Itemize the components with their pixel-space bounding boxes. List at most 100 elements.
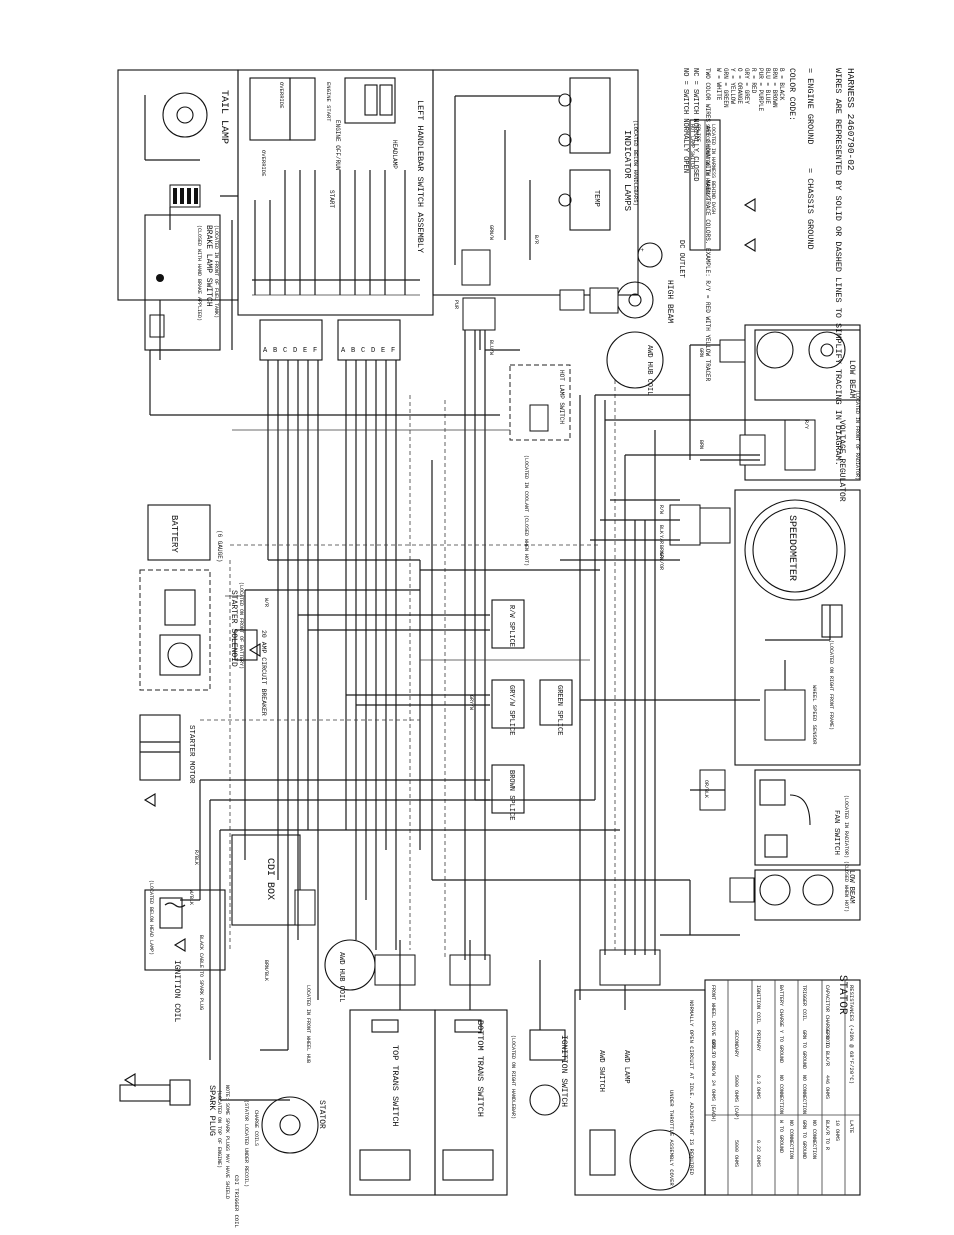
wire-label-brnw: BRN/W — [658, 545, 664, 560]
connector-block-left: A B C D E F — [259, 319, 323, 361]
conn-b: B — [273, 347, 277, 355]
stator-location: (STATOR LOCATED UNDER RECOIL) — [243, 1100, 249, 1187]
conn-e: E — [303, 347, 307, 355]
engine-start-label: ENGINE START — [325, 82, 332, 122]
color-code-1: BRN = BROWN — [771, 68, 778, 108]
wire-label-blk: BLK — [658, 525, 664, 534]
awd-hub-coil-bottom: AWD HUB COIL LOCATED IN FRONT WHEEL HUB — [305, 939, 376, 1063]
stator: STATOR CHARGE COILS (STATOR LOCATED UNDE… — [233, 1096, 326, 1228]
engine-ground-note: = ENGINE GROUND — [805, 68, 815, 145]
lamp-icon — [558, 93, 572, 107]
switch-table-0: LOCATED IN HARNESS BEHIND DASH — [710, 124, 716, 214]
wire-label-gryw: GRY/W — [468, 695, 474, 710]
r1c1: GRN TO GROUND — [801, 1030, 807, 1069]
solenoid-location: (LOCATED ON FRONT OF BATTERY) — [238, 582, 244, 669]
voltage-regulator-location: (LOCATED IN FRONT OF RADIATOR) — [854, 390, 860, 480]
r0c1: GRN TO BLK/R — [824, 1030, 830, 1066]
color-code-4: R = RED — [750, 68, 757, 94]
speedometer-panel — [734, 489, 861, 766]
motor-icon — [139, 714, 181, 781]
color-code-2: BLU = BLUE — [764, 68, 771, 104]
r3c1: PRIMARY — [755, 1030, 761, 1051]
brake-lamp-location: (LOCATED IN FRONT OF FUEL TANK) — [213, 225, 219, 318]
brake-lamp-switch-box — [144, 214, 221, 351]
hot-lamp-note: (LOCATED IN COOLANT (CLOSED WHEN HOT) — [523, 455, 529, 566]
hot-lamp-switch: HOT LAMP SWITCH (LOCATED IN COOLANT (CLO… — [509, 364, 571, 566]
ground-icon — [123, 1073, 136, 1087]
low-beam-panel — [754, 869, 861, 921]
battery-gauge: (6 GAUGE) — [216, 530, 223, 562]
cdi: CDI BOX — [264, 858, 316, 926]
starter-motor-label: STARTER MOTOR — [187, 725, 195, 784]
r2c3: W TO GROUND — [778, 1120, 784, 1153]
notes-block: HARNESS 2460790-02 WIRES ARE REPRESENTED… — [681, 68, 856, 466]
awd-switch-label: AWD SWITCH — [597, 1050, 605, 1092]
r3c4: 0.22 OHMS — [755, 1140, 761, 1167]
ignition-location: (LOCATED BELOW HEAD LAMP) — [148, 880, 154, 955]
voltage-regulator: VOLTAGE REGULATOR (LOCATED IN FRONT OF R… — [739, 390, 860, 502]
no-note: NO = SWITCH NORMALLY OPEN — [681, 68, 689, 173]
throttle-cover: UNDER THROTTLE ASSEMBLY COVER — [668, 1090, 675, 1186]
tail-lamp-icon — [162, 92, 208, 138]
wire-label-bluw: BLU/W — [488, 340, 494, 355]
fan-location: (LOCATED IN RADIATOR) (CLOSED WHEN HOT) — [843, 795, 849, 912]
brake-lamp-note: (CLOSED WITH HAND BRAKE APPLIED) — [196, 225, 202, 321]
conn-d2: D — [371, 347, 375, 355]
brake-lamp-label: BRAKE LAMP SWITCH — [204, 225, 213, 307]
r0c3: BLK/R TO R — [824, 1120, 830, 1150]
conn-c: C — [283, 347, 287, 355]
conn-d: D — [293, 347, 297, 355]
wire-label-pur: PUR — [453, 300, 459, 309]
r1c4: NO CONNECTION — [811, 1120, 817, 1159]
high-beam-panel-bottom — [754, 329, 861, 401]
fan-switch-label: FAN SWITCH — [832, 810, 840, 855]
r4c4: 5000 OHMS — [733, 1140, 739, 1167]
wire-label-grnw: GRN/W — [488, 225, 494, 240]
chassis-ground-icon — [743, 198, 756, 212]
chassis-ground-note: = CHASSIS GROUND — [805, 168, 815, 250]
ground-icon — [173, 938, 186, 952]
color-code-5: GRY = GREY — [743, 68, 750, 104]
resistances-late: LATE — [848, 1120, 855, 1134]
ground-icon — [143, 793, 156, 807]
solenoid-icon — [164, 589, 196, 626]
awd-hub-coil2-label: AWD HUB COIL — [337, 952, 345, 1002]
speedo-location: (LOCATED ON RIGHT FRONT FRAME) — [828, 640, 834, 730]
r0c2: 446 OHMS — [824, 1075, 830, 1099]
ground-icon — [248, 643, 261, 657]
tail-lamp: TAIL LAMP — [162, 90, 229, 208]
voltage-regulator-panel — [744, 324, 861, 481]
cdi-trigger-label: CDI TRIGGER COIL — [233, 1175, 240, 1228]
battery-label: BATTERY — [169, 515, 179, 553]
wheel-speed-sensor-label: WHEEL SPEED SENSOR — [811, 685, 818, 745]
awd-lamp-switch: AWD LAMP AWD SWITCH NORMALLY OPEN CIRCUI… — [589, 1000, 695, 1191]
color-code-8: GRN = GREEN — [722, 68, 729, 108]
black-cable-label: BLACK CABLE TO SPARK PLUG — [198, 935, 204, 1010]
wire-label-yr: Y/R — [658, 535, 664, 544]
ignition-switch-label: IGNITION SWITCH — [559, 1035, 568, 1107]
conn-f: F — [313, 347, 317, 355]
r2c1: Y TO GROUND — [778, 1030, 784, 1063]
low-beam-label: LOW BEAM — [847, 870, 855, 904]
key-icon — [529, 1084, 561, 1116]
coil-icon — [324, 939, 376, 991]
r2c0: BATTERY CHARGE — [778, 985, 784, 1027]
spark-plug-location: (LOCATED ON TOP OF ENGINE) — [216, 1090, 222, 1168]
wire-labels: GRN BRN BLK R/W Y/R GRY/W GRY/OR BRN/W O… — [188, 225, 809, 981]
speedometer-label: SPEEDOMETER — [786, 515, 797, 581]
high-beam: HIGH BEAM — [559, 280, 674, 323]
dc-outlet: + DC OUTLET — [637, 240, 685, 278]
conn-a: A — [263, 347, 268, 355]
ignition-coil-label: IGNITION COIL — [172, 960, 181, 1023]
bottom-trans-switch-panel — [434, 1009, 508, 1196]
cdi-box — [231, 834, 301, 926]
bottom-trans-label: BOTTOM TRANS SWITCH — [475, 1020, 485, 1117]
color-code-title: COLOR CODE: — [787, 68, 796, 121]
engine-off-run-label: ENGINE OFF/RUN — [334, 120, 341, 171]
indicator-lamps: TEMP INDICATOR LAMPS (LOCATED BELOW HAND… — [454, 77, 639, 286]
cdi-box-label: CDI BOX — [264, 858, 275, 900]
lamp-icon — [558, 193, 572, 207]
bulb-icon — [616, 281, 654, 319]
speedometer: SPEEDOMETER (LOCATED ON RIGHT FRONT FRAM… — [669, 499, 846, 745]
